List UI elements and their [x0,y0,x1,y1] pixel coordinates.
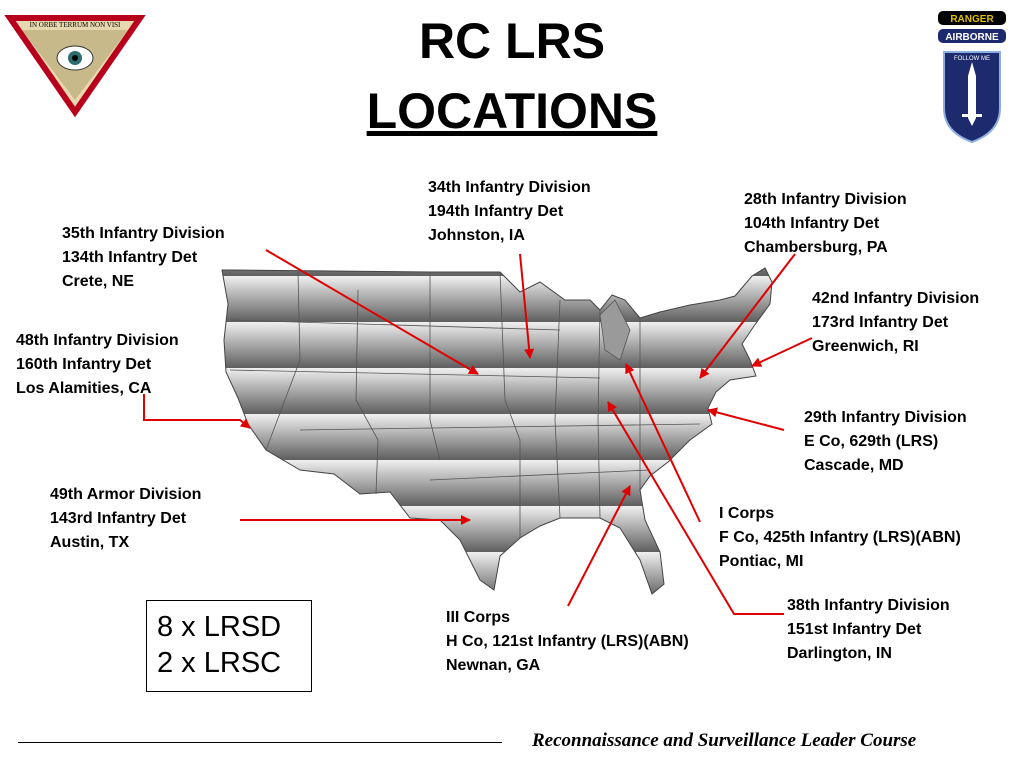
unit-location: Chambersburg, PA [744,239,888,256]
unit-label-darlington: 38th Infantry Division 151st Infantry De… [787,594,950,666]
arrow-chambersburg-pa [699,253,796,379]
left-emblem: IN ORBE TERRUM NON VISI [4,15,146,118]
follow-me-text: FOLLOW ME [954,56,990,62]
unit-detachment: 104th Infantry Det [744,215,880,232]
unit-division: 35th Infantry Division [62,225,225,242]
unit-location: Johnston, IA [428,227,525,244]
right-emblem: RANGER AIRBORNE FOLLOW ME [938,11,1006,144]
arrow-los-alamities-ca [143,394,251,429]
unit-label-pontiac: I Corps F Co, 425th Infantry (LRS)(ABN) … [719,502,961,574]
unit-detachment: 134th Infantry Det [62,249,198,266]
location-arrows [143,249,813,615]
unit-label-cascade: 29th Infantry Division E Co, 629th (LRS)… [804,406,967,478]
unit-detachment: H Co, 121st Infantry (LRS)(ABN) [446,633,689,650]
airborne-tab-text: AIRBORNE [945,32,999,43]
arrow-darlington-in [607,401,784,615]
unit-location: Pontiac, MI [719,553,804,570]
ranger-tab-text: RANGER [950,14,994,25]
unit-division: 28th Infantry Division [744,191,907,208]
dagger-icon [968,62,976,126]
unit-location: Darlington, IN [787,645,892,662]
unit-label-newnan: III Corps H Co, 121st Infantry (LRS)(ABN… [446,606,689,678]
count-summary-box: 8 x LRSD 2 x LRSC [146,600,312,692]
unit-detachment: 143rd Infantry Det [50,510,187,527]
michigan-shape [599,299,631,361]
unit-division: 34th Infantry Division [428,179,591,196]
arrow-newnan-ga [567,485,631,607]
unit-division: 49th Armor Division [50,486,202,503]
unit-location: Cascade, MD [804,457,904,474]
unit-location: Los Alamities, CA [16,380,152,397]
unit-location: Newnan, GA [446,657,541,674]
lrsc-count: 2 x LRSC [157,647,282,679]
page-title-line2: LOCATIONS [366,83,658,139]
unit-division: III Corps [446,609,511,626]
unit-label-crete: 35th Infantry Division 134th Infantry De… [62,222,225,294]
unit-detachment: E Co, 629th (LRS) [804,433,939,450]
arrow-greenwich-ri [751,337,813,367]
arrow-cascade-md [707,407,785,431]
unit-label-johnston: 34th Infantry Division 194th Infantry De… [428,176,591,248]
unit-location: Crete, NE [62,273,135,290]
footer-divider [18,742,502,743]
arrow-johnston-ia [519,253,535,359]
unit-detachment: 194th Infantry Det [428,203,564,220]
unit-division: 48th Infantry Division [16,332,179,349]
unit-location: Austin, TX [50,534,130,551]
unit-detachment: F Co, 425th Infantry (LRS)(ABN) [719,529,961,546]
unit-label-chambersburg: 28th Infantry Division 104th Infantry De… [744,188,907,260]
unit-detachment: 173rd Infantry Det [812,314,949,331]
unit-division: I Corps [719,505,775,522]
lrsd-count: 8 x LRSD [157,611,282,643]
unit-label-los-alamities: 48th Infantry Division 160th Infantry De… [16,329,179,401]
unit-location: Greenwich, RI [812,338,919,355]
emblem-motto: IN ORBE TERRUM NON VISI [30,21,121,29]
page-title-line1: RC LRS [418,13,606,69]
unit-division: 42nd Infantry Division [812,290,980,307]
unit-label-austin: 49th Armor Division 143rd Infantry Det A… [50,483,201,555]
us-map [221,267,773,595]
footer-course-name: Reconnaissance and Surveillance Leader C… [532,730,917,751]
unit-division: 38th Infantry Division [787,597,950,614]
arrow-crete-ne [265,249,479,375]
unit-detachment: 160th Infantry Det [16,356,152,373]
arrow-pontiac-mi [625,363,701,523]
unit-label-greenwich: 42nd Infantry Division 173rd Infantry De… [812,287,979,359]
unit-detachment: 151st Infantry Det [787,621,922,638]
unit-division: 29th Infantry Division [804,409,967,426]
